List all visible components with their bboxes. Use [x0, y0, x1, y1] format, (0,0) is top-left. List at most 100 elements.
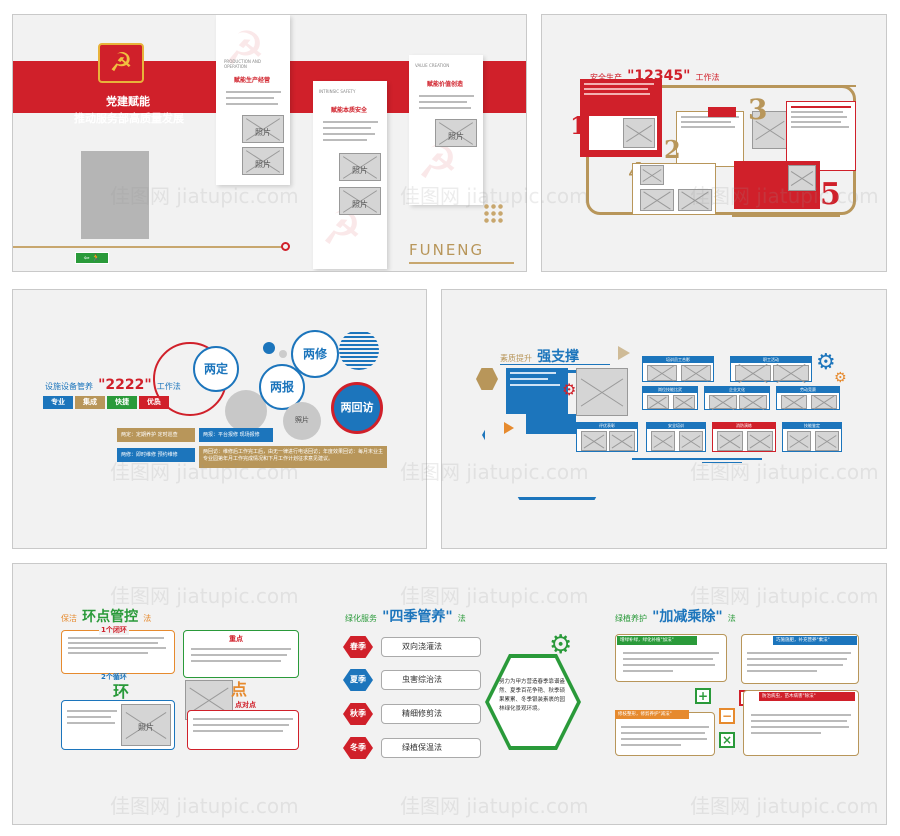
dot-gray-icon	[279, 350, 287, 358]
blue-info-card	[506, 368, 568, 414]
party-emblem-icon: ☭	[98, 43, 144, 83]
div-head: 防治病虫，苗木病害"除法"	[759, 692, 855, 701]
photo-group-7: 安全培训	[646, 422, 706, 452]
circle-striped	[339, 330, 379, 370]
brand-text: FUNENG	[409, 241, 485, 259]
dot-blue-icon	[263, 342, 275, 354]
circle-gray-1	[225, 390, 267, 432]
number-3: 3	[748, 93, 768, 126]
op-plus: +	[695, 688, 711, 704]
key-label: 重点	[229, 635, 243, 643]
circle-liangding: 两定	[193, 346, 239, 392]
dian-char: 点	[231, 680, 248, 699]
huan-char: 环	[113, 682, 130, 701]
season-spring: 春季	[343, 636, 373, 658]
circle-lianghuifang: 两回访	[331, 382, 383, 434]
add-head: 增绿补绿，绿化补植"加法"	[617, 636, 697, 645]
row1-left: 两定：定期养护 定时巡查	[117, 428, 195, 442]
card1-title: 赋能生产经营	[234, 77, 271, 84]
loop2-label: 2个循环	[101, 673, 127, 681]
season-winter-text: 绿植保温法	[381, 738, 481, 758]
card2-subtitle: INTRINSIC SAFETY	[319, 89, 356, 94]
op-minus: −	[719, 708, 735, 724]
brand-underline	[409, 262, 514, 264]
row1-right: 两报：平台报修 现场报修	[199, 428, 273, 442]
loop1-label: 1个闭环	[99, 625, 129, 635]
photo-placeholder	[576, 368, 628, 416]
panel-party-building: ☭ 党建赋能 推动服务部高质量发展 ⇦ 🏃 ☭ PRODUCTION AND O…	[12, 14, 527, 272]
gold-rule	[732, 215, 840, 217]
dots-label: 点对点	[235, 701, 256, 709]
blue-info-card-2	[526, 414, 576, 434]
photo-placeholder	[788, 165, 816, 191]
main-title-2: 推动服务部高质量发展	[74, 112, 184, 125]
line-dot-icon	[281, 242, 290, 251]
hexagon-gold-icon	[476, 368, 498, 390]
photo-placeholder: 照片	[121, 704, 171, 746]
photo-placeholder	[640, 165, 664, 185]
tag-integrated: 集成	[75, 396, 105, 409]
gear-green-icon: ⚙	[549, 630, 573, 660]
gray-photo-block	[81, 151, 149, 239]
photo-placeholder: 照片	[242, 115, 284, 143]
season-summer: 夏季	[343, 669, 373, 691]
center-hexagon-inner: 努力为甲方营造春季靠谱盎然、夏季百花争艳、秋季硕果累累、冬季银装素裹的园林绿化景…	[489, 658, 577, 746]
photo-placeholder	[678, 189, 712, 211]
photo-group-5: 劳动竞赛	[776, 386, 840, 410]
sub-box	[615, 712, 715, 756]
box-1-sub	[588, 115, 658, 151]
circle-gray-2: 照片	[283, 402, 321, 440]
gold-dots-icon	[483, 203, 505, 225]
card1-subtitle: PRODUCTION AND OPERATION	[224, 59, 261, 69]
photo-placeholder: 照片	[242, 147, 284, 175]
season-winter: 冬季	[343, 737, 373, 759]
card3-title: 赋能价值创造	[427, 81, 464, 88]
title-underline	[500, 364, 610, 365]
row2-left: 两修：即时维修 预约维修	[117, 448, 195, 462]
number-5: 5	[820, 177, 841, 212]
play-arrow-outline-icon	[504, 422, 514, 434]
panel-quality: 素质提升 强支撑 ⚙ ⚙ ⚙ 培训员工合影 职工活动 岗位技能比武 企业文化 劳…	[441, 289, 887, 549]
number-2: 2	[664, 135, 681, 164]
photo-placeholder	[752, 111, 788, 149]
number-1: 1	[570, 111, 587, 140]
card-value: ☭ VALUE CREATION 赋能价值创造 照片	[409, 55, 483, 205]
photo-placeholder: 照片	[435, 119, 477, 147]
panel-facility-2222: 设施设备管养 "2222" 工作法 专业 集成 快捷 优质 两定 两报 照片 两…	[12, 289, 427, 549]
season-list: 双向浇灌法 春季 虫害综治法 夏季 精细修剪法 秋季 绿植保温法 冬季	[343, 634, 493, 764]
gear-orange-icon: ⚙	[834, 370, 847, 386]
photo-group-3: 岗位技能比武	[642, 386, 698, 410]
season-autumn: 秋季	[343, 703, 373, 725]
photo-placeholder: 照片	[339, 187, 381, 215]
gear-blue-icon: ⚙	[816, 350, 836, 375]
sub-head: 修枝整形，修剪养护"减法"	[615, 710, 689, 719]
main-title-1: 党建赋能	[106, 95, 150, 108]
panel-methods: 保洁 环点管控 法 1个闭环 环 2个循环 照片 重点 点 点对点 绿化服务 "…	[12, 563, 887, 825]
box-3	[786, 101, 856, 171]
photo-group-8: 消防演练	[712, 422, 776, 452]
season-autumn-text: 精细修剪法	[381, 704, 481, 724]
photo-group-4: 企业文化	[704, 386, 770, 410]
op-times: ×	[719, 732, 735, 748]
section2-title: 绿化服务 "四季管养" 法	[345, 609, 466, 625]
connector-line	[632, 458, 762, 460]
season-spring-text: 双向浇灌法	[381, 637, 481, 657]
div-box	[743, 690, 859, 756]
card2-title: 赋能本质安全	[331, 107, 368, 114]
emblem-watermark-icon: ☭	[224, 21, 266, 75]
photo-group-9: 技能鉴定	[782, 422, 842, 452]
panel-safety-12345: 安全生产 "12345" 工作法 1 2 3 4 5	[541, 14, 887, 272]
card-production: ☭ PRODUCTION AND OPERATION 赋能生产经营 照片 照片	[216, 15, 290, 185]
tag-pro: 专业	[43, 396, 73, 409]
exit-sign-icon: ⇦ 🏃	[75, 252, 109, 264]
photo-placeholder: 照片	[339, 153, 381, 181]
section3-title: 绿植养护 "加减乘除" 法	[615, 609, 736, 625]
gold-line	[13, 246, 283, 248]
circle-liangxiu: 两修	[291, 330, 339, 378]
photo-group-1: 培训员工合影	[642, 356, 714, 382]
connector-line-2	[702, 462, 742, 463]
photo-group-6: 评优表彰	[576, 422, 638, 452]
box-2	[676, 111, 744, 167]
photo-group-2: 职工活动	[730, 356, 812, 382]
play-arrow-icon	[618, 346, 630, 360]
